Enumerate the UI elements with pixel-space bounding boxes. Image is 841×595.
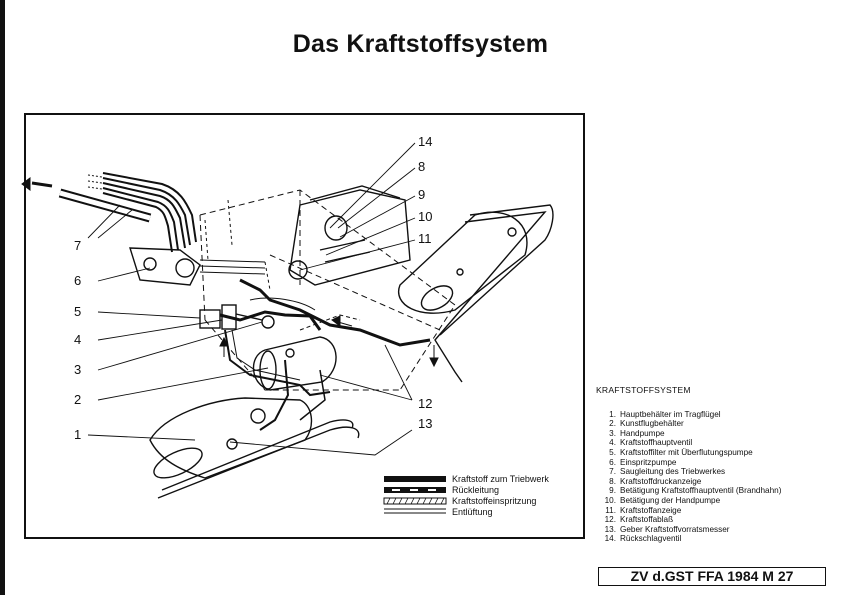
aerobatic-tank [252,336,337,391]
instrument-panel [288,185,411,286]
valve-filter-pump [199,304,275,330]
list-item: 11.Kraftstoffanzeige [605,505,682,515]
key-list: 1.Hauptbehälter im Tragflügel 2.Kunstflu… [596,410,826,544]
reference-box: ZV d.GST FFA 1984 M 27 [598,567,826,586]
parts-key: KRAFTSTOFFSYSTEM 1.Hauptbehälter im Trag… [596,385,826,544]
list-item: 8.Kraftstoffdruckanzeige [609,476,702,486]
legend-label-return: Rückleitung [452,485,499,495]
list-item: 10.Betätigung der Handpumpe [604,495,721,505]
callout-5: 5 [74,304,81,319]
injection-pump [129,247,266,286]
list-item: 9.Betätigung Kraftstoffhauptventil (Bran… [609,486,782,496]
page-title: Das Kraftstoffsystem [292,30,549,58]
callout-3: 3 [74,362,81,377]
callout-14: 14 [418,134,432,149]
legend-label-vent: Entlüftung [452,507,493,517]
list-item: 3.Handpumpe [609,428,665,438]
vent-risers [204,199,271,291]
legend-label-fuel: Kraftstoff zum Triebwerk [452,474,549,484]
legend-swatch-solid [384,476,446,482]
callout-8: 8 [418,159,425,174]
legend: Kraftstoff zum Triebwerk Rückleitung Kra… [383,474,549,517]
callout-7: 7 [74,238,81,253]
suction-pipes [58,172,197,253]
callout-labels: 14 8 9 10 11 7 6 5 4 3 2 1 12 13 [74,134,432,442]
page-edge-bar [0,0,5,595]
list-item: 12.Kraftstoffablaß [604,515,674,525]
callout-11: 11 [418,231,432,246]
legend-swatch-double [384,508,446,514]
diagram-frame [24,113,585,539]
callout-10: 10 [418,209,432,224]
list-item: 14.Rückschlagventil [604,534,682,544]
callout-6: 6 [74,273,81,288]
list-item: 2.Kunstflugbehälter [609,419,684,429]
fuel-lines [219,278,431,431]
legend-swatch-dashed [384,487,446,493]
list-item: 13.Geber Kraftstoffvorratsmesser [604,524,730,534]
list-item: 4.Kraftstoffhauptventil [609,438,693,448]
callout-1: 1 [74,427,81,442]
list-item: 6.Einspritzpumpe [609,457,677,467]
legend-swatch-hatched [383,497,447,505]
list-item: 1.Hauptbehälter im Tragflügel [609,409,721,419]
list-item: 7.Saugleitung des Triebwerkes [609,467,726,477]
legend-label-injection: Kraftstoffeinspritzung [452,496,536,506]
callout-13: 13 [418,416,432,431]
main-tank [149,397,360,499]
callout-12: 12 [418,396,432,411]
list-item: 5.Kraftstoffilter mit Überflutungspumpe [609,447,753,457]
callout-9: 9 [418,187,425,202]
key-heading: KRAFTSTOFFSYSTEM [596,385,691,395]
leader-lines [87,142,416,456]
flow-arrows [21,174,439,368]
callout-2: 2 [74,392,81,407]
callout-4: 4 [74,332,81,347]
wing-tank-right [397,204,554,383]
